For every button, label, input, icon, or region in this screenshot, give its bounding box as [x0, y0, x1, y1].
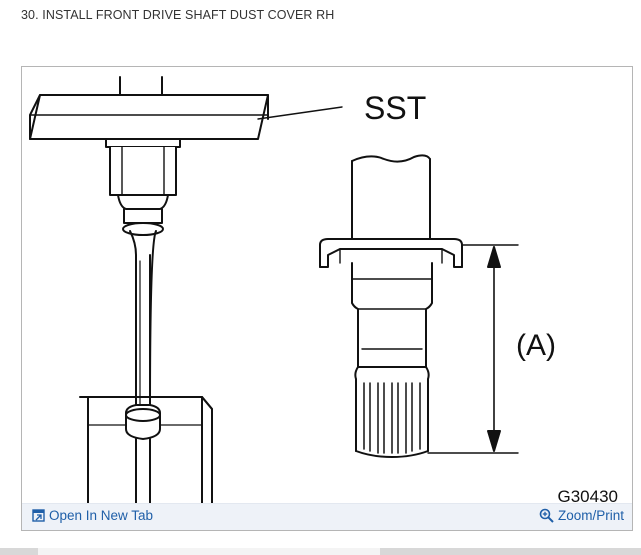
- open-in-new-tab-icon: [32, 509, 45, 522]
- figure-frame: SST (A) G30430 Open In New Tab: [21, 66, 633, 531]
- drive-shaft-with-dust-cover: [319, 154, 519, 458]
- bottom-bar-segment: [38, 548, 380, 555]
- installation-diagram: SST (A): [29, 76, 556, 507]
- zoom-print-link[interactable]: Zoom/Print: [539, 508, 624, 523]
- sst-label: SST: [364, 90, 426, 126]
- bottom-bar: [0, 548, 641, 555]
- step-title: 30. INSTALL FRONT DRIVE SHAFT DUST COVER…: [21, 8, 335, 22]
- zoom-print-label: Zoom/Print: [557, 508, 624, 523]
- open-in-new-tab-label: Open In New Tab: [49, 508, 154, 523]
- figure-code: G30430: [557, 487, 619, 506]
- open-in-new-tab-link[interactable]: Open In New Tab: [32, 508, 153, 523]
- zoom-icon: [539, 508, 554, 523]
- sst-press-tool: [29, 76, 343, 507]
- figure-toolbar: Open In New Tab Zoom/Print: [22, 503, 632, 530]
- dimension-a-label: (A): [516, 329, 556, 362]
